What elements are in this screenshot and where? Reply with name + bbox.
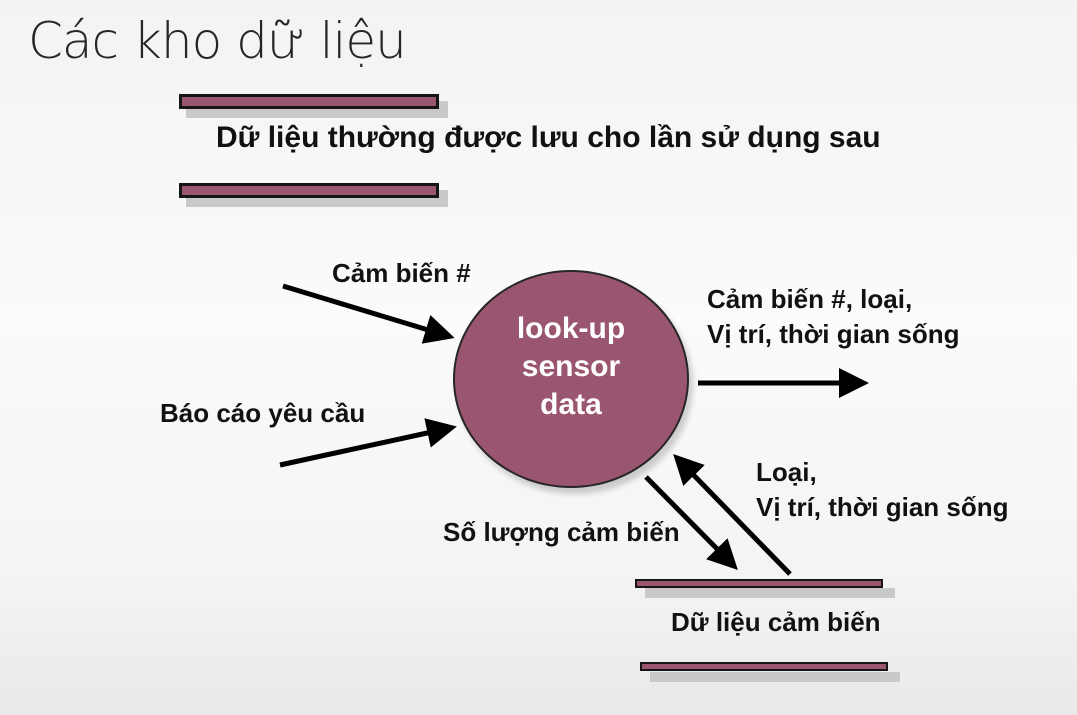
arrow-to-store: [644, 475, 738, 570]
sensor-store-label: Dữ liệu cảm biến: [671, 607, 881, 637]
flow-label-from-store-line1: Loại,: [756, 457, 817, 487]
arrow-sensor-in: [282, 283, 455, 344]
flow-label-output-line1: Cảm biến #, loại,: [707, 284, 913, 314]
sensor-store-bottom-bar: [640, 662, 888, 671]
flow-label-report-request: Báo cáo yêu cầu: [160, 398, 366, 428]
process-circle: [453, 270, 689, 488]
legend-store-top-bar: [179, 94, 439, 109]
process-label: look-up sensor data: [516, 312, 626, 421]
sensor-store-bottom-bar-shadow: [650, 672, 900, 682]
sensor-store-top-bar-shadow: [645, 588, 895, 598]
legend-store-bottom-bar: [179, 183, 439, 198]
flow-label-to-store: Số lượng cảm biến: [443, 517, 680, 547]
legend-store-description: Dữ liệu thường được lưu cho lần sử dụng …: [216, 121, 881, 154]
sensor-store-top-bar: [635, 579, 883, 588]
slide-title: Các kho dữ liệu: [28, 12, 407, 70]
flow-label-from-store-line2: Vị trí, thời gian sống: [756, 492, 1009, 522]
flow-label-sensor-in: Cảm biến #: [332, 258, 471, 288]
arrow-from-store: [673, 453, 792, 576]
flow-label-output-line2: Vị trí, thời gian sống: [707, 319, 960, 349]
arrow-report-in: [279, 418, 457, 468]
